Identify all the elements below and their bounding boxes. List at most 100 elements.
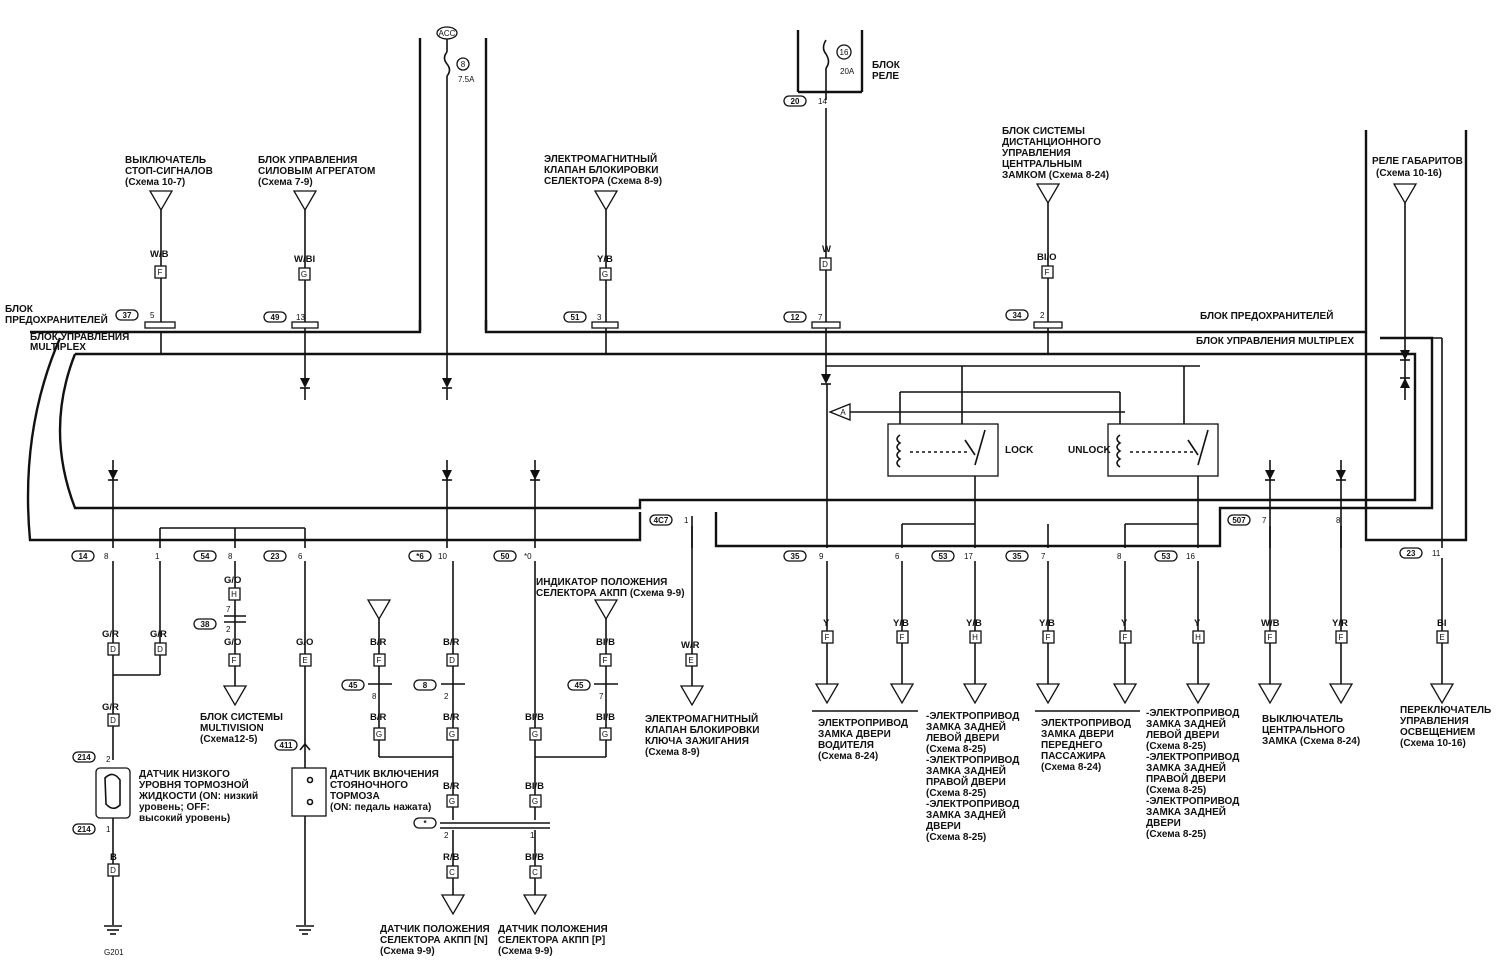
svg-text:B: B: [110, 852, 117, 863]
svg-text:G: G: [449, 797, 455, 806]
svg-text:B/R: B/R: [443, 637, 460, 648]
svg-text:20: 20: [791, 97, 800, 106]
svg-text:37: 37: [123, 311, 132, 320]
svg-text:-ЭЛЕКТРОПРИВОД: -ЭЛЕКТРОПРИВОД: [1146, 708, 1239, 719]
svg-text:Y/B: Y/B: [893, 618, 909, 629]
svg-text:(Схема 10-16): (Схема 10-16): [1376, 168, 1442, 179]
svg-text:Y: Y: [1121, 618, 1128, 629]
svg-text:D: D: [157, 645, 163, 654]
input-ecm: БЛОК УПРАВЛЕНИЯ СИЛОВЫМ АГРЕГАТОМ (Схема…: [258, 155, 375, 400]
svg-text:R/B: R/B: [443, 852, 460, 863]
svg-text:(ON: педаль нажата): (ON: педаль нажата): [330, 802, 431, 813]
svg-text:ЗАМКОМ (Схема 8-24): ЗАМКОМ (Схема 8-24): [1002, 170, 1109, 181]
svg-text:БЛОК УПРАВЛЕНИЯ MULTIPLEX: БЛОК УПРАВЛЕНИЯ MULTIPLEX: [1196, 336, 1354, 347]
svg-text:B/R: B/R: [370, 637, 387, 648]
svg-text:6: 6: [298, 552, 303, 561]
module-diodes: [108, 384, 1346, 548]
svg-text:(Схема 8-25): (Схема 8-25): [926, 744, 986, 755]
svg-text:7: 7: [1262, 516, 1267, 525]
svg-text:214: 214: [77, 753, 91, 762]
svg-text:ДВЕРИ: ДВЕРИ: [1146, 818, 1181, 829]
svg-text:(Схема 10-16): (Схема 10-16): [1400, 738, 1466, 749]
svg-text:ОСВЕЩЕНИЕМ: ОСВЕЩЕНИЕМ: [1400, 727, 1475, 738]
svg-text:уровень; OFF:: уровень; OFF:: [139, 802, 210, 813]
svg-text:ЗАМКА ДВЕРИ: ЗАМКА ДВЕРИ: [1041, 729, 1114, 740]
svg-text:35: 35: [1013, 552, 1022, 561]
svg-text:СИЛОВЫМ АГРЕГАТОМ: СИЛОВЫМ АГРЕГАТОМ: [258, 166, 375, 177]
bottom-connectors: 14 8 1 54 8 23 6 *6 10 50 *0 4C7 1 35 9 …: [71, 514, 1441, 562]
svg-text:H: H: [231, 590, 237, 599]
svg-text:ЗАМКА ЗАДНЕЙ: ЗАМКА ЗАДНЕЙ: [926, 764, 1006, 777]
svg-text:ЗАМКА ЗАДНЕЙ: ЗАМКА ЗАДНЕЙ: [1146, 761, 1226, 774]
svg-text:ЗАМКА ЗАДНЕЙ: ЗАМКА ЗАДНЕЙ: [926, 720, 1006, 733]
svg-text:7: 7: [818, 313, 823, 322]
svg-text:КЛАПАН БЛОКИРОВКИ: КЛАПАН БЛОКИРОВКИ: [645, 725, 759, 736]
svg-text:W/B: W/B: [150, 249, 169, 260]
svg-text:D: D: [110, 716, 116, 725]
svg-text:BI/O: BI/O: [1037, 252, 1057, 263]
svg-text:СЕЛЕКТОРА АКПП (Схема 9-9): СЕЛЕКТОРА АКПП (Схема 9-9): [536, 588, 685, 599]
svg-text:ЭЛЕКТРОПРИВОД: ЭЛЕКТРОПРИВОД: [818, 718, 908, 729]
svg-text:1: 1: [684, 516, 689, 525]
ground-icon: [296, 925, 314, 935]
svg-text:50: 50: [501, 552, 510, 561]
svg-text:H: H: [1195, 633, 1201, 642]
svg-text:53: 53: [1162, 552, 1171, 561]
svg-text:-ЭЛЕКТРОПРИВОД: -ЭЛЕКТРОПРИВОД: [926, 755, 1019, 766]
input-relay-feed: W D 12 7: [783, 108, 841, 385]
svg-text:ЦЕНТРАЛЬНОГО: ЦЕНТРАЛЬНОГО: [1262, 725, 1345, 736]
svg-text:-ЭЛЕКТРОПРИВОД: -ЭЛЕКТРОПРИВОД: [926, 711, 1019, 722]
svg-text:8: 8: [423, 681, 428, 690]
svg-text:БЛОК ПРЕДОХРАНИТЕЛЕЙ: БЛОК ПРЕДОХРАНИТЕЛЕЙ: [1200, 309, 1333, 322]
svg-text:G/O: G/O: [296, 637, 313, 648]
svg-text:BI/B: BI/B: [596, 637, 615, 648]
svg-text:D: D: [110, 866, 116, 875]
svg-text:F: F: [1123, 633, 1128, 642]
svg-text:БЛОК: БЛОК: [872, 60, 901, 71]
svg-text:БЛОК СИСТЕМЫ: БЛОК СИСТЕМЫ: [200, 712, 283, 723]
svg-text:E: E: [688, 656, 693, 665]
svg-text:H: H: [972, 633, 978, 642]
svg-text:6: 6: [895, 552, 900, 561]
svg-text:УПРАВЛЕНИЯ: УПРАВЛЕНИЯ: [1002, 148, 1071, 159]
svg-text:G: G: [602, 270, 608, 279]
svg-text:Y/R: Y/R: [1332, 618, 1348, 629]
svg-text:G201: G201: [104, 948, 124, 957]
svg-text:-ЭЛЕКТРОПРИВОД: -ЭЛЕКТРОПРИВОД: [1146, 796, 1239, 807]
svg-text:БЛОК СИСТЕМЫ: БЛОК СИСТЕМЫ: [1002, 126, 1085, 137]
svg-text:СТОП-СИГНАЛОВ: СТОП-СИГНАЛОВ: [125, 166, 213, 177]
svg-text:(Схема 8-24): (Схема 8-24): [1041, 762, 1101, 773]
svg-text:ДВЕРИ: ДВЕРИ: [926, 821, 961, 832]
svg-text:(Схема12-5): (Схема12-5): [200, 734, 257, 745]
svg-text:G/R: G/R: [102, 629, 119, 640]
svg-text:D: D: [822, 260, 828, 269]
svg-text:*6: *6: [416, 552, 424, 561]
svg-text:G: G: [532, 797, 538, 806]
diode-icon: [442, 378, 452, 388]
svg-text:ВЫКЛЮЧАТЕЛЬ: ВЫКЛЮЧАТЕЛЬ: [125, 155, 206, 166]
svg-text:(Схема 9-9): (Схема 9-9): [498, 946, 553, 957]
svg-text:14: 14: [79, 552, 88, 561]
svg-text:W/BI: W/BI: [294, 254, 315, 265]
svg-text:2: 2: [444, 831, 449, 840]
svg-text:BI: BI: [1437, 618, 1447, 629]
svg-text:Y: Y: [823, 618, 830, 629]
svg-text:(Схема 8-9): (Схема 8-9): [645, 747, 700, 758]
svg-text:38: 38: [201, 620, 210, 629]
svg-text:45: 45: [349, 681, 358, 690]
input-stop-switch: ВЫКЛЮЧАТЕЛЬ СТОП-СИГНАЛОВ (Схема 10-7) W…: [115, 155, 213, 354]
svg-text:23: 23: [1407, 549, 1416, 558]
svg-text:BI/B: BI/B: [596, 712, 615, 723]
svg-text:ЭЛЕКТРОПРИВОД: ЭЛЕКТРОПРИВОД: [1041, 718, 1131, 729]
svg-text:E: E: [1439, 633, 1444, 642]
svg-text:F: F: [232, 656, 237, 665]
svg-text:D: D: [449, 656, 455, 665]
svg-text:214: 214: [77, 825, 91, 834]
svg-text:(Схема 8-25): (Схема 8-25): [1146, 829, 1206, 840]
svg-text:ЗАМКА ЗАДНЕЙ: ЗАМКА ЗАДНЕЙ: [1146, 805, 1226, 818]
svg-text:-ЭЛЕКТРОПРИВОД: -ЭЛЕКТРОПРИВОД: [1146, 752, 1239, 763]
svg-text:G/O: G/O: [224, 637, 241, 648]
svg-text:8: 8: [228, 552, 233, 561]
svg-text:G: G: [376, 730, 382, 739]
svg-text:20A: 20A: [840, 67, 855, 76]
